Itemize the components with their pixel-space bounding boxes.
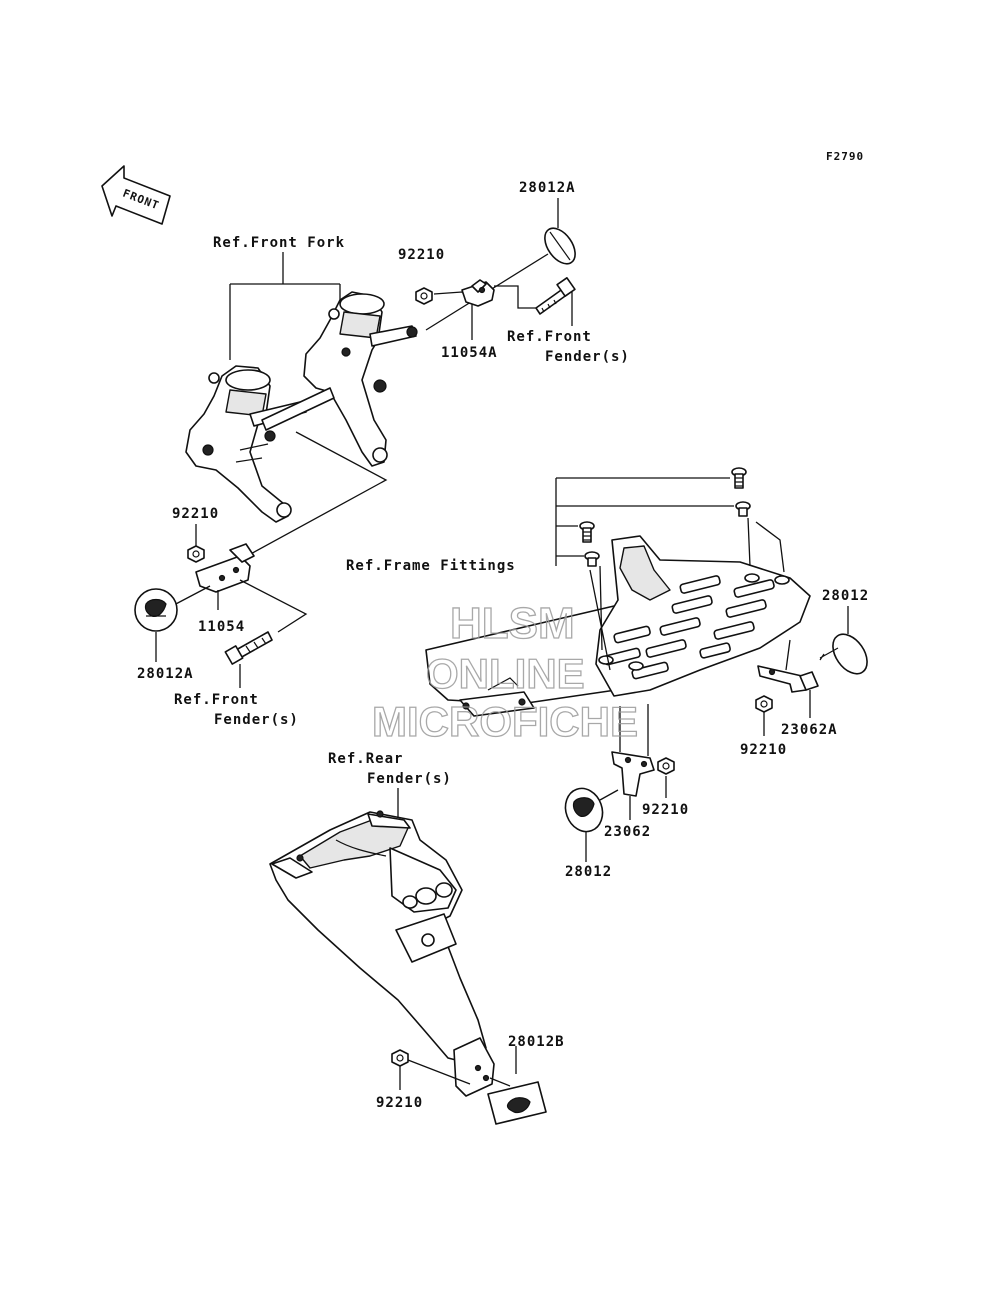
bolt-front-fender-top — [535, 277, 576, 315]
label-28012a-top: 28012A — [519, 180, 576, 196]
reflector-28012-right — [819, 633, 868, 675]
watermark-line3: MICROFICHE — [372, 698, 638, 745]
watermark-line1: HLSM — [450, 599, 575, 648]
label-92210-mid: 92210 — [642, 802, 689, 818]
bracket-11054 — [195, 543, 255, 593]
front-fork-drawing — [185, 291, 418, 523]
leader-fork-to-bracket — [235, 431, 388, 563]
bracket-23062 — [611, 751, 655, 797]
label-11054: 11054 — [198, 619, 245, 635]
nut-92210-right — [755, 695, 773, 713]
reflector-28012b — [487, 1081, 547, 1125]
leader-reflector-mid — [599, 789, 619, 801]
bolt-front-fender-left — [224, 631, 273, 665]
rear-fender-drawing — [269, 810, 495, 1097]
label-11054a: 11054A — [441, 345, 498, 361]
label-92210-left: 92210 — [172, 506, 219, 522]
nut-92210-left — [187, 545, 205, 563]
label-28012-mid: 28012 — [565, 864, 612, 880]
leader-rack-to-23062 — [619, 704, 649, 756]
nut-92210-mid — [657, 757, 675, 775]
ref-front-fender-left-line1: Ref.Front — [174, 692, 259, 708]
watermark: HLSM ONLINE MICROFICHE — [371, 598, 638, 745]
label-23062a: 23062A — [781, 722, 838, 738]
ref-rear-fender-line1: Ref.Rear — [328, 751, 403, 767]
ref-frame-fittings-label: Ref.Frame Fittings — [346, 558, 516, 574]
leader-11054 — [217, 579, 308, 633]
label-92210-right: 92210 — [740, 742, 787, 758]
ref-rear-fender-line2: Fender(s) — [367, 771, 452, 787]
rack-bolt-3 — [579, 521, 595, 543]
label-28012a-left: 28012A — [137, 666, 194, 682]
ref-front-fork-label: Ref.Front Fork — [213, 235, 345, 251]
nut-92210-top — [415, 287, 433, 305]
ref-front-fender-top-line1: Ref.Front — [507, 329, 592, 345]
label-92210-bottom: 92210 — [376, 1095, 423, 1111]
rear-rack-drawing — [425, 535, 811, 717]
ref-front-fender-top-line2: Fender(s) — [545, 349, 630, 365]
front-arrow-icon: FRONT — [101, 165, 171, 225]
figure-code: F2790 — [826, 150, 864, 163]
label-28012-right: 28012 — [822, 588, 869, 604]
ref-front-fender-left-line2: Fender(s) — [214, 712, 299, 728]
leader-23062a — [785, 639, 811, 718]
leader-frame-fittings — [555, 477, 734, 566]
reflector-28012a-top — [544, 227, 576, 265]
rack-bolt-2 — [735, 501, 751, 517]
nut-92210-bottom — [391, 1049, 409, 1067]
leader-front-fork — [229, 252, 341, 360]
reflector-28012-mid — [564, 787, 604, 833]
bracket-11054a — [461, 279, 495, 307]
label-92210-top: 92210 — [398, 247, 445, 263]
rack-bolt-1 — [731, 467, 747, 489]
label-28012b: 28012B — [508, 1034, 565, 1050]
leader-92210-bottom — [399, 1059, 471, 1090]
leader-rack-bolts — [589, 517, 785, 671]
rack-bolt-4 — [584, 551, 600, 567]
leader-reflector-left — [171, 585, 211, 607]
leader-bolt-top — [494, 285, 536, 309]
watermark-line2: ONLINE — [426, 650, 585, 697]
leader-28012b — [489, 1046, 517, 1087]
bracket-23062a — [757, 665, 819, 693]
reflector-28012a-left — [134, 588, 178, 632]
label-23062: 23062 — [604, 824, 651, 840]
